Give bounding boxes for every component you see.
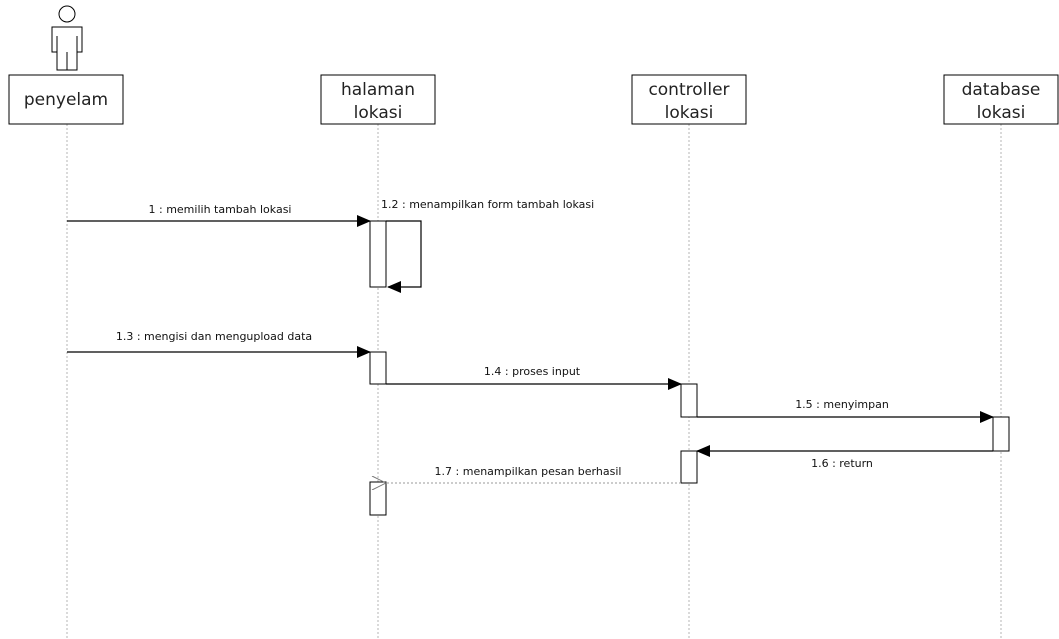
message-label-1: 1 : memilih tambah lokasi (149, 203, 292, 216)
message-label-1-2: 1.2 : menampilkan form tambah lokasi (381, 198, 594, 211)
activation-halaman-3 (369, 481, 387, 516)
participant-label-line1: halaman (341, 80, 415, 100)
message-label-1-6: 1.6 : return (811, 457, 873, 470)
participant-controller-lokasi: controller lokasi (631, 74, 747, 125)
participant-database-lokasi: database lokasi (943, 74, 1059, 125)
activation-halaman-1 (369, 220, 387, 288)
actor-icon (51, 5, 83, 71)
participant-penyelam: penyelam (8, 74, 124, 125)
participant-label-line1: database (962, 80, 1041, 100)
participant-label-line2: lokasi (977, 103, 1026, 123)
participant-label-line2: lokasi (665, 103, 714, 123)
participant-label: penyelam (24, 90, 108, 110)
activation-database-1 (992, 416, 1010, 452)
message-label-1-4: 1.4 : proses input (484, 365, 581, 378)
message-label-1-5: 1.5 : menyimpan (795, 398, 889, 411)
activation-controller-2 (680, 450, 698, 484)
message-label-1-7: 1.7 : menampilkan pesan berhasil (435, 465, 622, 478)
participant-label-line1: controller (648, 80, 729, 100)
message-label-1-3: 1.3 : mengisi dan mengupload data (116, 330, 312, 343)
message-arrow-1-2 (386, 220, 422, 293)
participant-label-line2: lokasi (354, 103, 403, 123)
activation-halaman-2 (369, 351, 387, 385)
activation-controller-1 (680, 383, 698, 418)
participant-halaman-lokasi: halaman lokasi (320, 74, 436, 125)
